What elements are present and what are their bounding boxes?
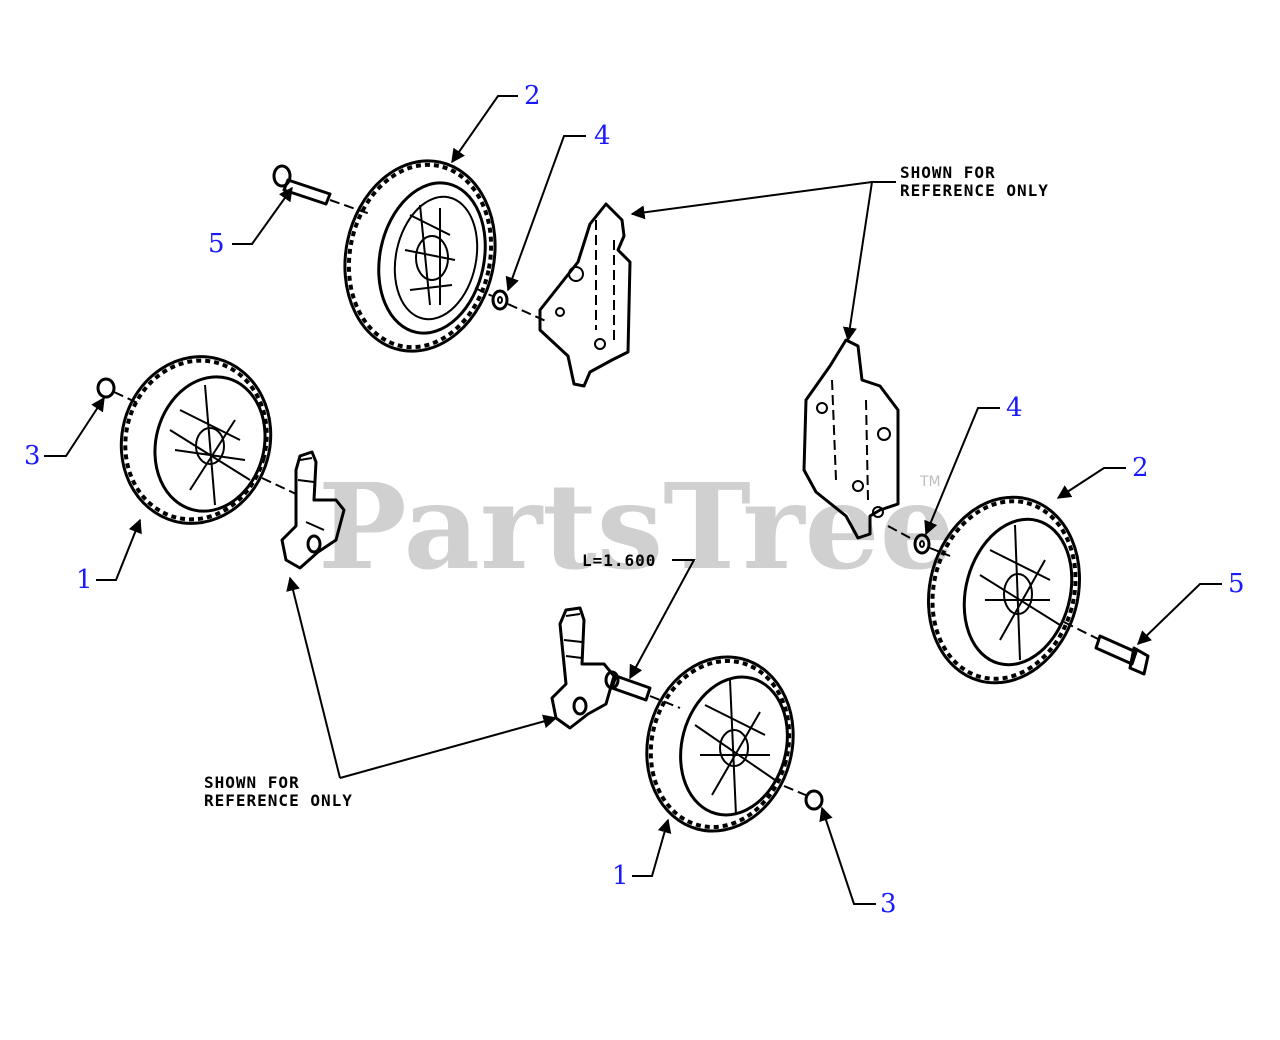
nut-left: [96, 377, 297, 495]
wheel-left: [119, 355, 273, 525]
callout-2-top: 2: [524, 81, 541, 111]
watermark: PartsTree TM: [318, 457, 955, 596]
watermark-text: PartsTree: [318, 457, 955, 596]
bracket-top: [538, 202, 632, 388]
callout-4-top: 4: [594, 121, 611, 151]
adjuster-bottom: [550, 606, 616, 730]
note-reference-bottom-line1: SHOWN FOR: [204, 773, 300, 792]
note-reference-top-line1: SHOWN FOR: [900, 163, 996, 182]
callout-4-right: 4: [1006, 393, 1023, 423]
wheel-top: [343, 159, 497, 353]
callout-1-left: 1: [76, 565, 93, 595]
callout-5-top: 5: [208, 229, 225, 259]
nut-bottom: [783, 785, 824, 811]
callout-3-bottom: 3: [880, 889, 897, 919]
callout-5-right: 5: [1228, 569, 1245, 599]
note-dimension: L=1.600: [582, 551, 656, 570]
bolt-top: [272, 164, 371, 215]
callout-1-bottom: 1: [612, 861, 629, 891]
washer-right: [887, 525, 951, 557]
bolt-right: [1063, 621, 1150, 676]
wheel-bottom: [645, 655, 795, 833]
watermark-trademark: TM: [919, 474, 941, 490]
note-reference-top-line2: REFERENCE ONLY: [900, 181, 1049, 200]
callout-3-left: 3: [24, 441, 41, 471]
adjuster-left: [280, 450, 346, 570]
note-reference-bottom-line2: REFERENCE ONLY: [204, 791, 353, 810]
bracket-right: [802, 338, 900, 540]
callout-2-right: 2: [1132, 453, 1149, 483]
